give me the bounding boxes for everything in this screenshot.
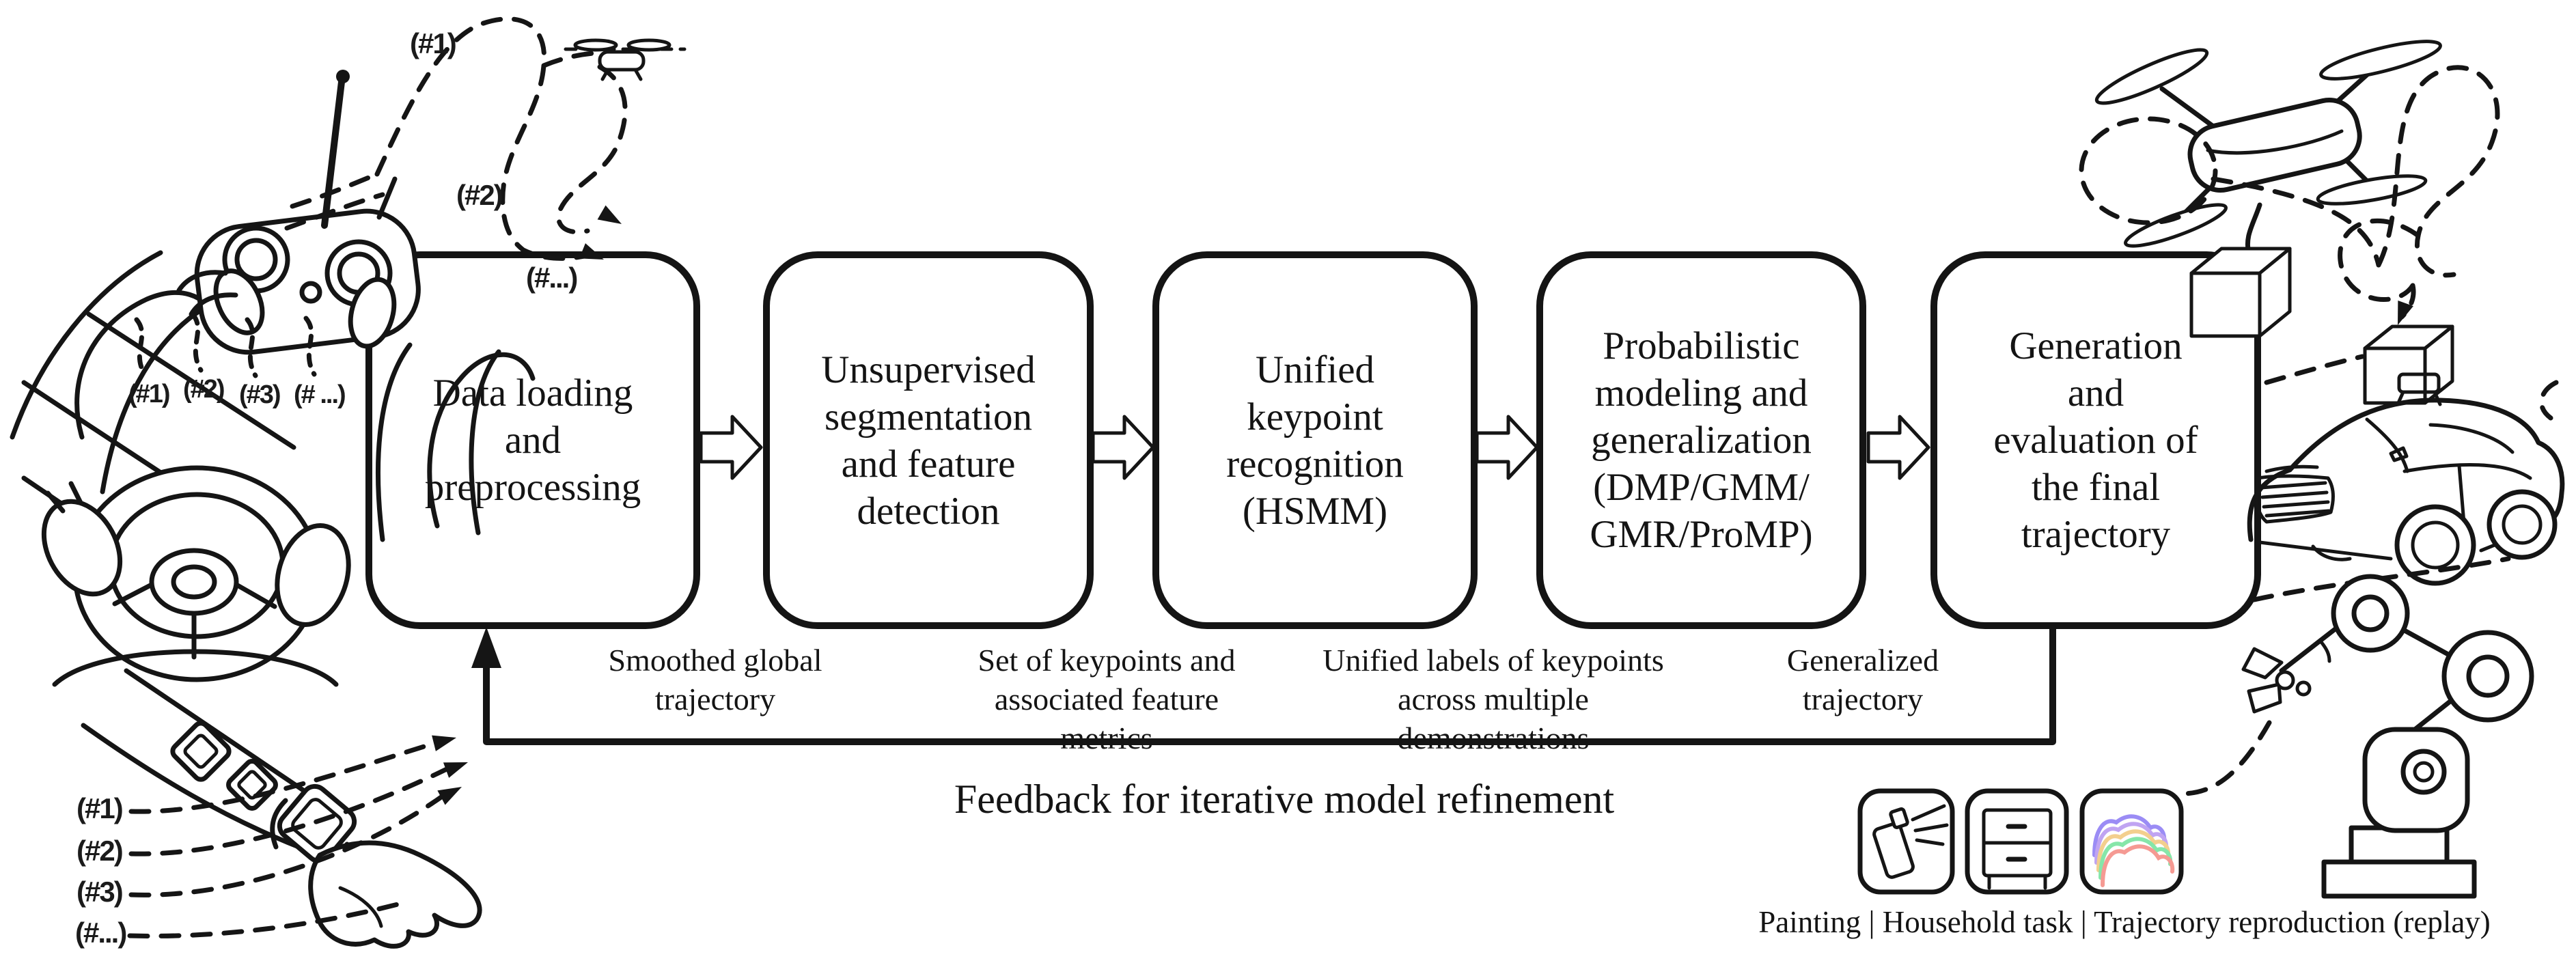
- box-line: generalization: [1591, 419, 1812, 462]
- label-line: Generalized: [1786, 643, 1939, 678]
- label-line: Unified labels of keypoints: [1322, 643, 1664, 678]
- annotation-controller-2: (#2): [456, 179, 503, 211]
- box-line: keypoint: [1247, 395, 1383, 438]
- transition-label-unified-labels: Unified labels of keypoints across multi…: [1322, 641, 1664, 757]
- trajectory-curve: [2101, 844, 2175, 887]
- box-line: Unified: [1255, 348, 1375, 391]
- robot-arm-illustration: [2182, 574, 2534, 899]
- drone-flight-trajectory: [2079, 65, 2500, 405]
- trajectory-curve: [2094, 822, 2169, 865]
- feedback-caption: Feedback for iterative model refinement: [954, 777, 1615, 822]
- label-line: demonstrations: [1397, 721, 1590, 755]
- label-line: trajectory: [1802, 682, 1924, 716]
- pipeline-box-generation-evaluation: Generation and evaluation of the final t…: [1930, 251, 2261, 629]
- mini-drone-icon: [564, 38, 687, 81]
- label-line: Smoothed global: [608, 643, 822, 678]
- box-line: Generation: [2009, 324, 2183, 367]
- annotation-steering-1: (#1): [128, 380, 171, 408]
- transition-label-smoothed-trajectory: Smoothed global trajectory: [579, 641, 852, 719]
- box-line: trajectory: [2021, 513, 2171, 556]
- trajectory-curve: [2092, 814, 2167, 857]
- box-line: and: [504, 419, 562, 462]
- trajectory-curve: [2096, 829, 2171, 872]
- annotation-wrist-more: (#...): [75, 917, 127, 949]
- delivery-drone-illustration: [2094, 40, 2442, 338]
- annotation-steering-2: (#2): [183, 375, 225, 404]
- transition-label-keypoints-metrics: Set of keypoints and associated feature …: [970, 641, 1243, 757]
- transition-label-generalized-trajectory: Generalized trajectory: [1760, 641, 1965, 719]
- label-line: associated feature: [994, 682, 1219, 716]
- box-line: recognition: [1226, 442, 1404, 486]
- label-line: metrics: [1060, 721, 1153, 755]
- right-block-arrow-icon: [1866, 415, 1930, 480]
- drawer-nightstand-icon: [1965, 788, 2069, 895]
- label-line: Set of keypoints and: [978, 643, 1236, 678]
- box-line: GMR/ProMP): [1590, 513, 1813, 556]
- box-line: Unsupervised: [821, 348, 1036, 391]
- autonomous-car-illustration: [2247, 372, 2565, 602]
- box-line: and feature: [841, 442, 1016, 486]
- steering-wheel-illustration: [21, 311, 351, 687]
- annotation-wrist-1: (#1): [77, 792, 124, 824]
- annotation-steering-more: (# ...): [294, 380, 346, 409]
- annotation-wrist-2: (#2): [77, 835, 124, 867]
- box-line: (HSMM): [1242, 489, 1388, 533]
- box-line: the final: [2031, 466, 2161, 509]
- box-line: preprocessing: [424, 466, 641, 509]
- pipeline-box-unsupervised-segmentation: Unsupervised segmentation and feature de…: [763, 251, 1094, 629]
- spray-paint-icon: [1857, 788, 1955, 895]
- label-line: across multiple: [1398, 682, 1589, 716]
- box-line: modeling and: [1594, 372, 1808, 415]
- trajectory-curves-icon: [2079, 788, 2184, 895]
- feedback-arrow: [471, 626, 2056, 745]
- pipeline-box-probabilistic-modeling: Probabilistic modeling and generalizatio…: [1536, 251, 1866, 629]
- box-line: (DMP/GMM/: [1593, 466, 1810, 509]
- pipeline-box-unified-keypoint-recognition: Unified keypoint recognition (HSMM): [1152, 251, 1478, 629]
- label-line: trajectory: [654, 682, 776, 716]
- wrist-sensors-illustration: [81, 668, 482, 949]
- annotation-controller-more: (#...): [526, 262, 578, 294]
- applications-caption: Painting | Household task | Trajectory r…: [1758, 905, 2491, 939]
- annotation-wrist-3: (#3): [77, 876, 124, 908]
- feedback-arrowhead-icon: [471, 627, 501, 668]
- roof-sensor-icon: [2397, 372, 2441, 394]
- box-line: and: [2067, 372, 2124, 415]
- gripper-icon: [2241, 647, 2284, 680]
- trajectory-curve: [2099, 837, 2173, 880]
- box-line: detection: [857, 489, 1000, 533]
- pipeline-box-data-loading: Data loading and preprocessing: [365, 251, 700, 629]
- annotation-controller-1: (#1): [410, 27, 457, 59]
- applications-icons: [1857, 788, 2184, 895]
- rc-controller-illustration: [10, 70, 536, 542]
- box-line: Probabilistic: [1603, 324, 1800, 367]
- right-block-arrow-icon: [1475, 415, 1539, 480]
- box-line: evaluation of: [1993, 419, 2198, 462]
- controller-demo-trajectories: [284, 16, 628, 261]
- right-block-arrow-icon: [1091, 415, 1155, 480]
- right-block-arrow-icon: [699, 415, 763, 480]
- flow-arrows: [699, 415, 1930, 480]
- box-line: segmentation: [825, 395, 1032, 438]
- annotation-steering-3: (#3): [239, 380, 281, 409]
